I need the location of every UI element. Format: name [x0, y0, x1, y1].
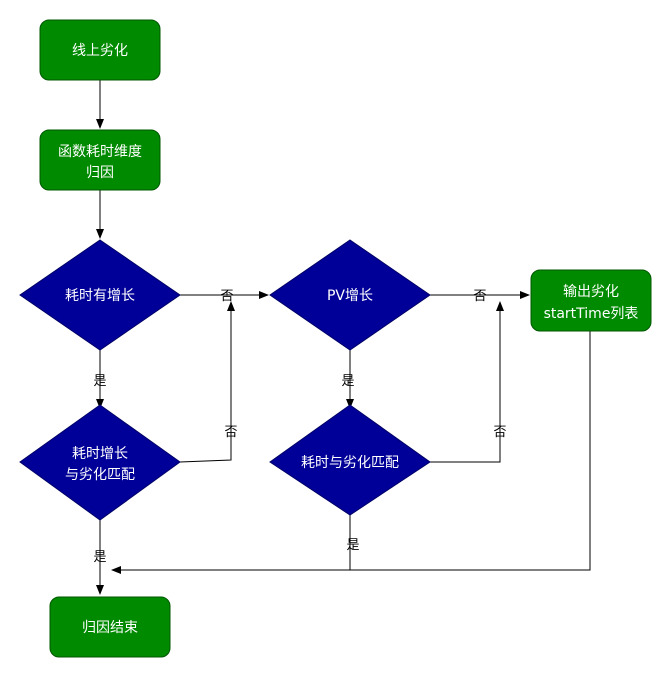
edges	[96, 80, 591, 595]
node-label: 函数耗时维度	[58, 144, 142, 160]
edge-labels: 是 是 否 否 是 否 否 是	[93, 289, 506, 565]
decision-diamond	[269, 239, 431, 351]
label-yes-time-match: 是	[346, 538, 359, 553]
node-attribution-end: 归因结束	[49, 596, 171, 658]
node-label: 耗时增长	[72, 446, 128, 462]
node-output-start-time: 输出劣化 startTime列表	[530, 269, 652, 332]
node-label-line2: 归因	[86, 164, 114, 181]
node-label: 线上劣化	[72, 43, 128, 59]
edge-time-match-no-loop	[430, 301, 504, 463]
node-time-match-check: 耗时与劣化匹配	[269, 404, 431, 516]
label-yes-pv: 是	[341, 374, 354, 389]
process-box	[39, 129, 161, 191]
label-yes-match: 是	[93, 550, 106, 565]
node-label: 耗时有增长	[65, 288, 135, 304]
node-time-increase-match: 耗时增长 与劣化匹配	[19, 404, 181, 521]
node-label-line2: 与劣化匹配	[65, 467, 135, 483]
node-time-increase-check: 耗时有增长	[19, 239, 181, 351]
edge-match-no-loop	[179, 301, 235, 463]
decision-diamond	[19, 404, 181, 521]
node-online-degradation: 线上劣化	[39, 19, 161, 81]
node-label-line2: startTime列表	[544, 306, 639, 322]
node-function-time-attribution: 函数耗时维度 归因	[39, 129, 161, 191]
node-label: 耗时与劣化匹配	[301, 455, 399, 471]
label-no-time-check: 否	[220, 289, 233, 304]
process-box	[530, 269, 652, 332]
label-no-time-match-loop: 否	[493, 425, 506, 440]
label-yes-time-check: 是	[93, 374, 106, 389]
node-label: 输出劣化	[563, 284, 619, 300]
process-box	[49, 596, 171, 658]
decision-diamond	[269, 404, 431, 516]
label-no-pv: 否	[473, 289, 486, 304]
node-label: 归因结束	[82, 619, 138, 636]
node-pv-increase-check: PV增长	[269, 239, 431, 351]
edge-output-to-end	[111, 331, 591, 574]
process-box	[39, 19, 161, 81]
label-no-match-loop: 否	[224, 425, 237, 440]
node-label: PV增长	[327, 288, 373, 304]
decision-diamond	[19, 239, 181, 351]
